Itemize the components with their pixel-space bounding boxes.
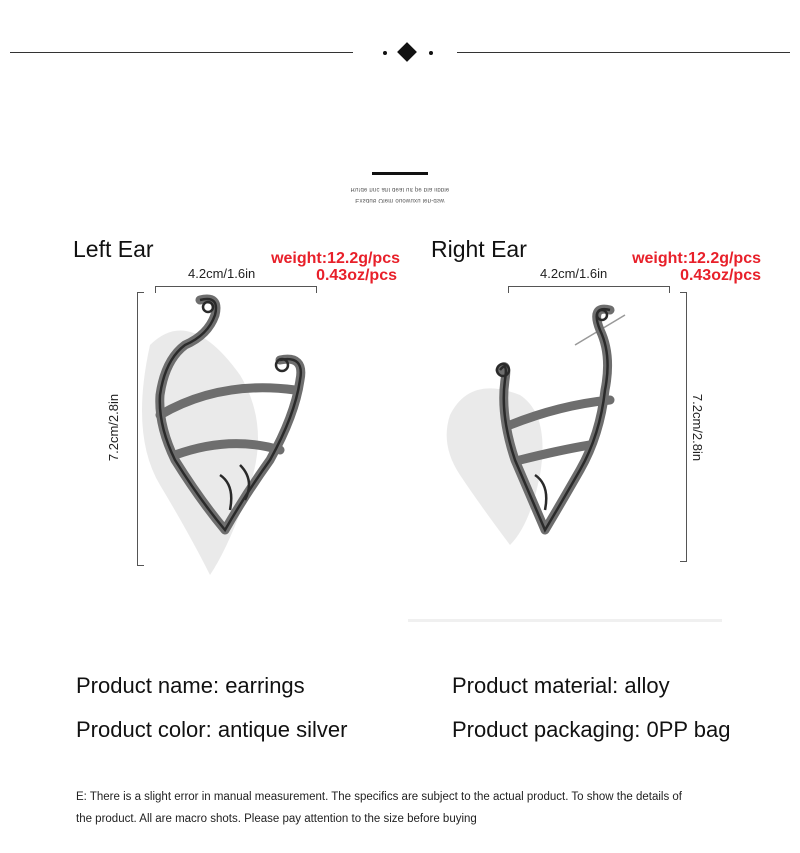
ornament-dot-left (383, 51, 387, 55)
ear-cuff-left-image (142, 294, 306, 575)
left-cuff-detail (158, 297, 303, 533)
left-weight-ounces: 0.43oz/pcs (316, 267, 397, 284)
right-width-bracket (508, 286, 670, 293)
right-width-dimension: 4.2cm/1.6in (540, 266, 608, 281)
mirrored-caption-line2: Exsdu6 Olem ouowuxu leh-dsw (355, 197, 445, 203)
ear-cuff-right-image (446, 304, 626, 545)
left-height-bracket (137, 292, 144, 566)
header-rule-right (457, 52, 790, 53)
right-image-baseline (408, 619, 722, 622)
left-width-dimension: 4.2cm/1.6in (188, 266, 256, 281)
product-color: Product color: antique silver (76, 717, 348, 742)
header-rule-left (10, 52, 353, 53)
product-packaging: Product packaging: 0PP bag (452, 717, 731, 742)
right-height-bracket (680, 292, 687, 562)
caption-bar (372, 172, 428, 175)
ornament-dot-right (429, 51, 433, 55)
left-weight-grams: weight:12.2g/pcs (271, 250, 400, 267)
measurement-note-line2: the product. All are macro shots. Please… (76, 813, 477, 825)
right-weight-ounces: 0.43oz/pcs (680, 267, 761, 284)
right-height-dimension: 7.2cm/2.8in (690, 393, 706, 462)
measurement-note-line1: E: There is a slight error in manual mea… (76, 791, 682, 803)
diamond-icon (397, 42, 417, 62)
product-material: Product material: alloy (452, 673, 670, 698)
right-shadow (446, 388, 543, 545)
right-weight-grams: weight:12.2g/pcs (632, 250, 761, 267)
right-cuff-detail (495, 307, 611, 533)
left-width-bracket (155, 286, 317, 293)
left-height-dimension: 7.2cm/2.8in (106, 393, 122, 462)
right-ear-label: Right Ear (431, 236, 527, 262)
mirrored-caption-line1: Ru!de hnc ahl deal uit pe bla iibble (350, 186, 450, 192)
left-ear-label: Left Ear (73, 236, 154, 262)
product-name: Product name: earrings (76, 673, 305, 698)
left-shadow (142, 330, 258, 575)
